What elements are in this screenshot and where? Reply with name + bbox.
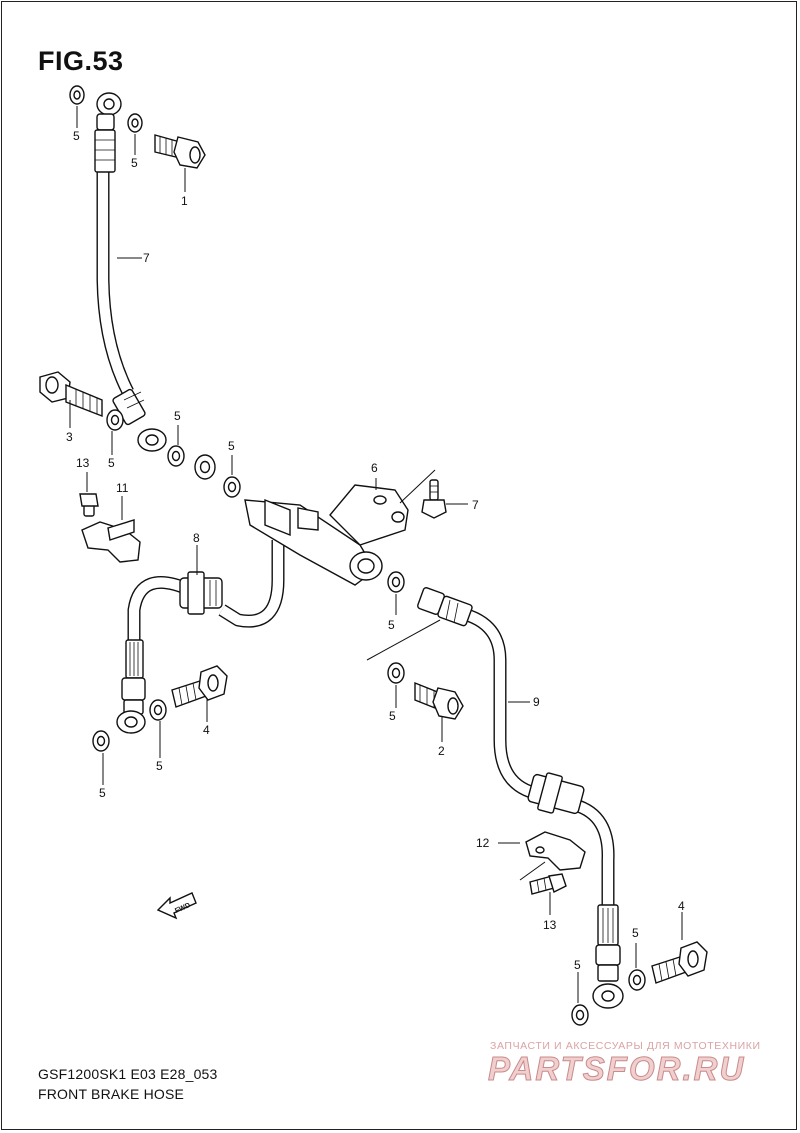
washer[interactable] [387, 571, 405, 593]
callout-13: 13 [76, 456, 90, 470]
brake-hose-10[interactable] [417, 587, 624, 1009]
callout-11: 11 [116, 481, 129, 495]
hose-clamp-12[interactable] [525, 831, 586, 871]
washer[interactable] [167, 445, 185, 467]
callout-1: 1 [181, 194, 188, 208]
callout-5: 5 [131, 156, 138, 170]
washer[interactable] [92, 730, 110, 752]
bolt-13-right[interactable] [529, 873, 567, 895]
union-bolt-1[interactable] [154, 134, 206, 169]
bolt-13-left[interactable] [79, 493, 99, 517]
callout-5: 5 [174, 409, 181, 423]
washer[interactable] [194, 454, 216, 480]
diagram-name: FRONT BRAKE HOSE [38, 1086, 185, 1102]
washer[interactable] [628, 969, 646, 991]
brake-hose-8[interactable] [94, 92, 167, 452]
brake-joint[interactable] [244, 498, 383, 586]
callout-5: 5 [632, 926, 639, 940]
joint-bracket-6[interactable] [329, 484, 409, 546]
washer[interactable] [127, 113, 143, 133]
callout-5: 5 [228, 439, 235, 453]
bolt-7[interactable] [421, 479, 447, 519]
callout-9: 8 [193, 531, 200, 545]
callout-5: 5 [574, 958, 581, 972]
callout-5: 5 [389, 709, 396, 723]
callout-3: 3 [66, 430, 73, 444]
washer[interactable] [149, 699, 167, 721]
callout-5: 5 [108, 456, 115, 470]
watermark-logo: PARTSFOR.RU [487, 1050, 746, 1088]
callout-5: 5 [156, 759, 163, 773]
callout-6: 6 [371, 461, 378, 475]
model-code: GSF1200SK1 E03 E28_053 [38, 1066, 218, 1082]
union-bolt-4-right[interactable] [651, 941, 708, 984]
callout-5: 5 [73, 129, 80, 143]
callout-5: 5 [99, 786, 106, 800]
callout-7: 7 [472, 498, 479, 512]
callout-labels: 5 5 1 7 3 5 5 5 6 7 13 11 8 5 5 2 4 9 5 … [66, 129, 685, 972]
callout-8: 7 [143, 251, 150, 265]
callout-2: 2 [438, 744, 445, 758]
callout-4: 4 [203, 723, 210, 737]
watermark-tagline: ЗАПЧАСТИ И АКСЕССУАРЫ ДЛЯ МОТОТЕХНИКИ [490, 1040, 761, 1052]
union-bolt-3[interactable] [39, 371, 103, 418]
washer[interactable] [387, 662, 405, 684]
callout-12: 12 [476, 836, 490, 850]
washer[interactable] [223, 476, 241, 498]
washer[interactable] [571, 1004, 589, 1026]
callout-4: 4 [678, 899, 685, 913]
union-bolt-2[interactable] [414, 681, 464, 720]
arrow-forward-icon: FWD [156, 892, 197, 920]
washer[interactable] [106, 409, 124, 431]
callout-5: 5 [388, 618, 395, 632]
callout-10: 9 [533, 695, 540, 709]
leader-lines [69, 106, 683, 1003]
washer[interactable] [69, 85, 85, 105]
brake-hose-9[interactable] [116, 540, 285, 734]
washers-5[interactable] [69, 85, 646, 1026]
union-bolt-4-left[interactable] [171, 665, 228, 708]
hose-clamp-11[interactable] [81, 519, 141, 563]
figure-title: FIG.53 [38, 46, 124, 76]
callout-13: 13 [543, 918, 557, 932]
